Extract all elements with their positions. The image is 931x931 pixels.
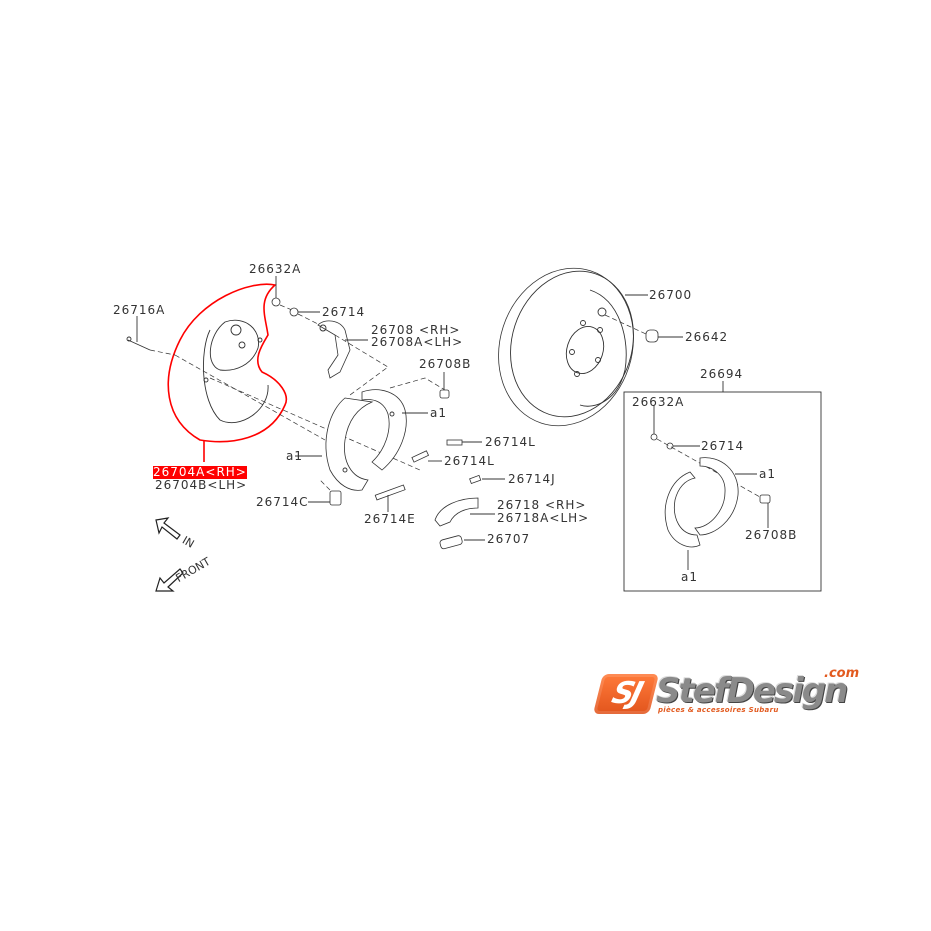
backing-plate-part[interactable] xyxy=(167,283,287,462)
adjuster-26707[interactable] xyxy=(439,535,485,550)
label-26716A[interactable]: 26716A xyxy=(113,303,166,317)
spring-26714E[interactable] xyxy=(374,484,406,512)
spring-26714J[interactable] xyxy=(469,474,505,485)
kit-label-26632A[interactable]: 26632A xyxy=(632,395,685,409)
label-a1-right[interactable]: a1 xyxy=(430,406,447,420)
label-a1-left[interactable]: a1 xyxy=(286,449,303,463)
label-26714J[interactable]: 26714J xyxy=(508,472,556,486)
kit-label-26708B[interactable]: 26708B xyxy=(745,528,798,542)
logo-name: StefDesign xyxy=(656,671,848,711)
label-26707[interactable]: 26707 xyxy=(487,532,531,546)
disc-rotor-26700[interactable] xyxy=(479,251,654,444)
spring-26714L-lower[interactable] xyxy=(411,450,442,463)
label-26708B[interactable]: 26708B xyxy=(419,357,472,371)
label-26708-rh[interactable]: 26708 <RH> xyxy=(371,323,461,337)
brake-shoe-assembly[interactable] xyxy=(295,389,428,491)
in-arrow-icon xyxy=(155,517,181,540)
bolt-26716A[interactable] xyxy=(126,316,176,356)
label-26714L-upper[interactable]: 26714L xyxy=(485,435,536,449)
label-26694[interactable]: 26694 xyxy=(700,367,744,381)
label-26700[interactable]: 26700 xyxy=(649,288,693,302)
front-arrow-icon xyxy=(155,568,184,592)
label-26632A[interactable]: 26632A xyxy=(249,262,302,276)
washer-26714[interactable] xyxy=(289,307,321,326)
spring-26714L-upper[interactable] xyxy=(446,439,482,446)
label-26714L-lower[interactable]: 26714L xyxy=(444,454,495,468)
label-26718A-lh[interactable]: 26718A<LH> xyxy=(497,511,590,525)
kit-label-26714[interactable]: 26714 xyxy=(701,439,745,453)
label-26708A-lh[interactable]: 26708A<LH> xyxy=(371,335,464,349)
label-26714[interactable]: 26714 xyxy=(322,305,366,319)
label-26704A-rh-highlighted[interactable]: 26704A<RH> xyxy=(153,465,247,479)
pin-26708B[interactable] xyxy=(439,372,450,399)
logo-domain: .com xyxy=(824,666,860,681)
kit-label-a1-bottom[interactable]: a1 xyxy=(681,570,698,584)
stefdesign-logo[interactable]: SJ StefDesign .com pièces & accessoires … xyxy=(593,666,859,720)
clip-26632A[interactable] xyxy=(271,276,293,311)
hub-bolt-26642[interactable] xyxy=(645,329,683,343)
label-26704B-lh[interactable]: 26704B<LH> xyxy=(155,478,248,492)
strut-26718[interactable] xyxy=(434,497,495,527)
kit-label-a1-top[interactable]: a1 xyxy=(759,467,776,481)
kit-box-26694 xyxy=(623,391,822,592)
lever-26708[interactable] xyxy=(317,320,368,379)
logo-mark: SJ xyxy=(593,674,659,714)
label-26718-rh[interactable]: 26718 <RH> xyxy=(497,498,587,512)
label-26642[interactable]: 26642 xyxy=(685,330,729,344)
label-26714C[interactable]: 26714C xyxy=(256,495,309,509)
kit-hardware[interactable] xyxy=(650,405,771,570)
clip-26714C[interactable] xyxy=(308,490,342,506)
label-26714E[interactable]: 26714E xyxy=(364,512,416,526)
logo-tagline: pièces & accessoires Subaru xyxy=(658,706,779,714)
